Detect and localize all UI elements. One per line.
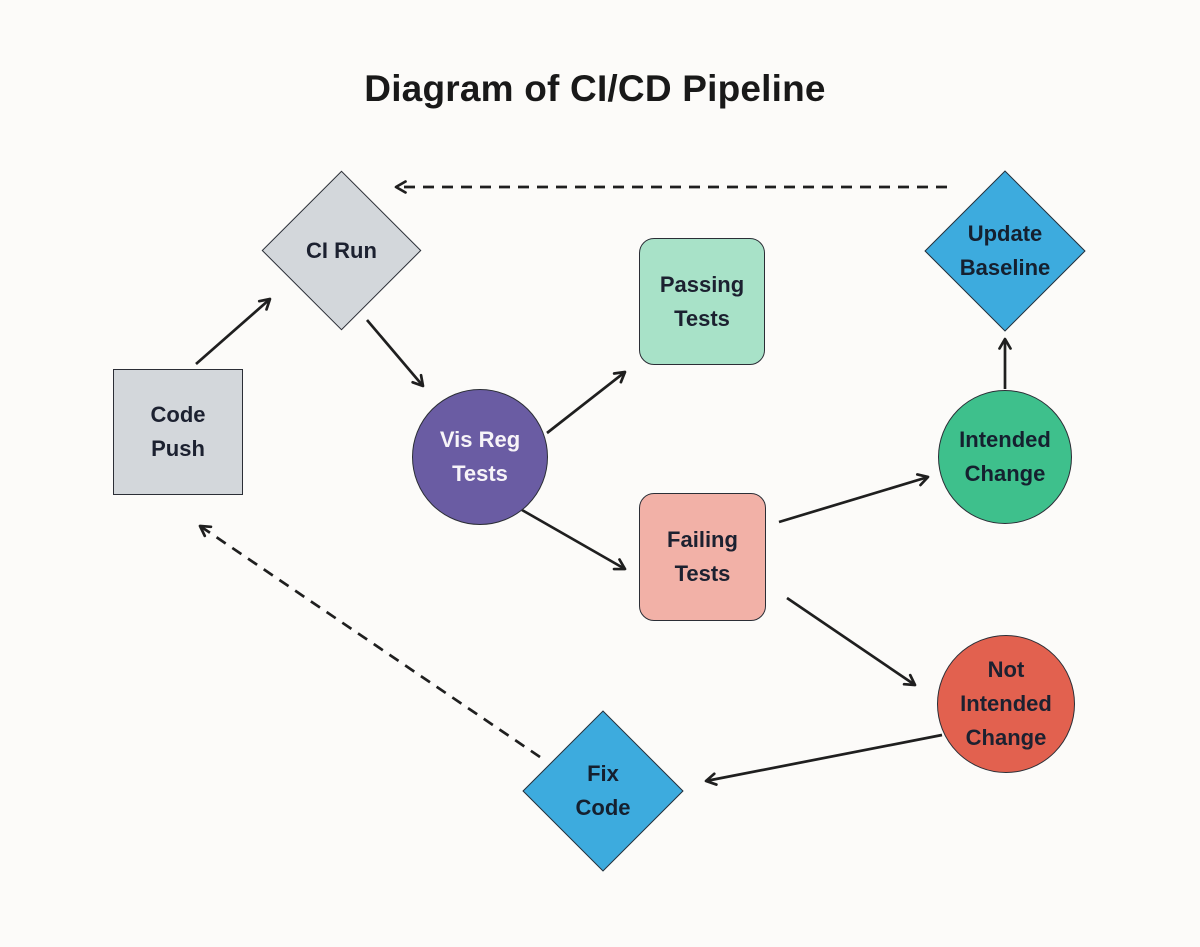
edge-ci-run-to-vis-reg-tests — [365, 319, 425, 388]
node-label-line: Intended — [959, 427, 1051, 452]
edge-failing-tests-to-intended-change — [778, 473, 930, 524]
node-label-line: CI Run — [306, 237, 377, 263]
node-intended-change: Intended Change — [938, 390, 1072, 524]
node-intended-change-label: Intended Change — [939, 391, 1071, 523]
node-not-intended-change-label: Not Intended Change — [938, 636, 1074, 772]
edge-fix-code-to-code-push-dashed — [198, 524, 541, 759]
node-label-line: Tests — [674, 305, 730, 331]
node-label-line: Failing — [667, 527, 738, 552]
node-failing-tests: Failing Tests — [639, 493, 766, 621]
node-ci-run-label: CI Run — [286, 195, 397, 306]
edge-not-intended-change-to-fix-code — [704, 733, 943, 786]
node-label-line: Push — [151, 436, 205, 461]
node-update-baseline-label: Update Baseline — [949, 195, 1061, 307]
node-failing-tests-label: Failing Tests — [640, 494, 765, 620]
node-label-line: Tests — [674, 561, 731, 586]
node-code-push: Code Push — [113, 369, 243, 495]
node-label-line: Change — [964, 461, 1046, 486]
node-passing-tests: Passing Tests — [639, 238, 765, 365]
node-label-line: Vis Reg — [439, 427, 521, 452]
node-fix-code-label: Fix Code — [547, 735, 659, 847]
node-label-line: Not — [987, 657, 1025, 682]
node-label-line: Update — [967, 221, 1043, 246]
edge-failing-tests-to-not-intended-change — [786, 596, 917, 687]
page-title: Diagram of CI/CD Pipeline — [364, 68, 826, 109]
node-code-push-label: Code Push — [114, 370, 242, 494]
node-label-line: Change — [965, 725, 1047, 750]
edge-vis-reg-tests-to-passing-tests — [546, 370, 627, 435]
node-label-line: Tests — [452, 461, 508, 486]
node-not-intended-change: Not Intended Change — [937, 635, 1075, 773]
node-vis-reg-tests: Vis Reg Tests — [412, 389, 548, 525]
edge-vis-reg-tests-to-failing-tests — [521, 508, 627, 571]
node-label-line: Code — [150, 402, 206, 427]
node-label-line: Code — [575, 795, 631, 820]
node-label-line: Passing — [659, 271, 745, 297]
node-label-line: Baseline — [959, 255, 1051, 280]
node-label-line: Intended — [960, 691, 1052, 716]
node-passing-tests-label: Passing Tests — [640, 239, 764, 364]
node-vis-reg-tests-label: Vis Reg Tests — [413, 390, 547, 524]
node-label-line: Fix — [587, 761, 619, 786]
edge-code-push-to-ci-run — [195, 297, 272, 366]
